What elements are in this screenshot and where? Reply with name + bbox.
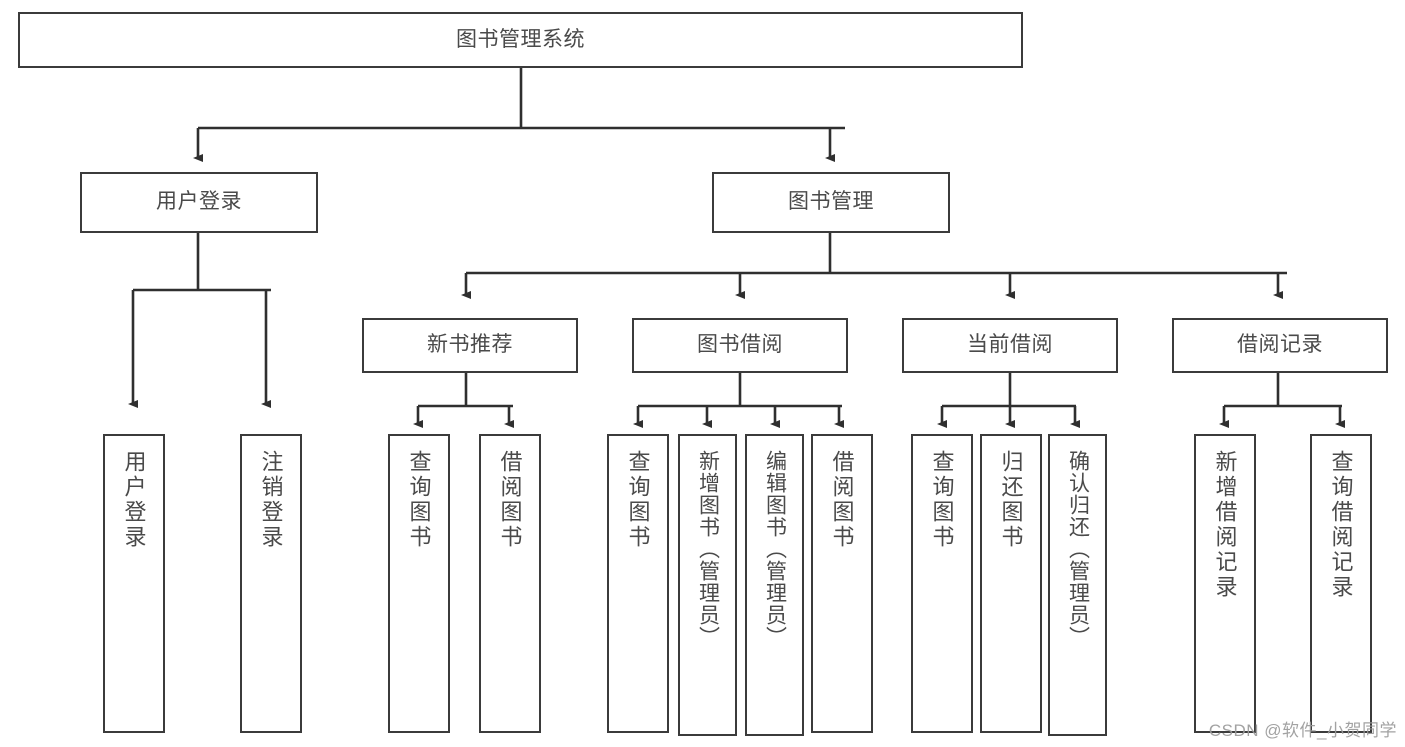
node-leaf-edit-book[interactable]: 编辑图书（管理员）	[745, 434, 804, 736]
node-current-borrow-label: 当前借阅	[967, 333, 1053, 357]
node-leaf-edit-book-label: 编辑图书（管理员）	[763, 450, 787, 648]
node-leaf-borrow-book-1-label: 借阅图书	[497, 450, 523, 550]
node-leaf-return-book[interactable]: 归还图书	[980, 434, 1042, 733]
node-new-book-recommend-label: 新书推荐	[427, 333, 513, 357]
node-leaf-logout-login[interactable]: 注销登录	[240, 434, 302, 733]
node-leaf-borrow-book-1[interactable]: 借阅图书	[479, 434, 541, 733]
node-book-borrow[interactable]: 图书借阅	[632, 318, 848, 373]
node-root[interactable]: 图书管理系统	[18, 12, 1023, 68]
node-leaf-query-record[interactable]: 查询借阅记录	[1310, 434, 1372, 733]
node-leaf-query-record-label: 查询借阅记录	[1328, 450, 1354, 600]
node-leaf-query-book-1-label: 查询图书	[406, 450, 432, 550]
node-leaf-add-book-label: 新增图书（管理员）	[696, 450, 720, 648]
node-leaf-user-login[interactable]: 用户登录	[103, 434, 165, 733]
node-leaf-query-book-1[interactable]: 查询图书	[388, 434, 450, 733]
node-leaf-confirm-return[interactable]: 确认归还（管理员）	[1048, 434, 1107, 736]
node-book-borrow-label: 图书借阅	[697, 333, 783, 357]
node-leaf-add-record[interactable]: 新增借阅记录	[1194, 434, 1256, 733]
node-leaf-add-book[interactable]: 新增图书（管理员）	[678, 434, 737, 736]
csdn-watermark: CSDN @软件_小贺同学	[1208, 721, 1397, 740]
node-user-login[interactable]: 用户登录	[80, 172, 318, 233]
node-leaf-query-book-2[interactable]: 查询图书	[607, 434, 669, 733]
node-borrow-record-label: 借阅记录	[1237, 333, 1323, 357]
node-leaf-borrow-book-2[interactable]: 借阅图书	[811, 434, 873, 733]
node-root-label: 图书管理系统	[456, 27, 585, 51]
node-borrow-record[interactable]: 借阅记录	[1172, 318, 1388, 373]
node-leaf-query-book-3[interactable]: 查询图书	[911, 434, 973, 733]
node-book-management-label: 图书管理	[788, 190, 874, 214]
node-leaf-user-login-label: 用户登录	[121, 450, 147, 550]
node-current-borrow[interactable]: 当前借阅	[902, 318, 1118, 373]
node-leaf-add-record-label: 新增借阅记录	[1212, 450, 1238, 600]
node-leaf-return-book-label: 归还图书	[998, 450, 1024, 550]
node-leaf-confirm-return-label: 确认归还（管理员）	[1066, 450, 1090, 648]
node-user-login-label: 用户登录	[156, 190, 242, 214]
node-leaf-borrow-book-2-label: 借阅图书	[829, 450, 855, 550]
node-new-book-recommend[interactable]: 新书推荐	[362, 318, 578, 373]
node-leaf-query-book-3-label: 查询图书	[929, 450, 955, 550]
node-leaf-query-book-2-label: 查询图书	[625, 450, 651, 550]
node-leaf-logout-login-label: 注销登录	[258, 450, 284, 550]
node-book-management[interactable]: 图书管理	[712, 172, 950, 233]
